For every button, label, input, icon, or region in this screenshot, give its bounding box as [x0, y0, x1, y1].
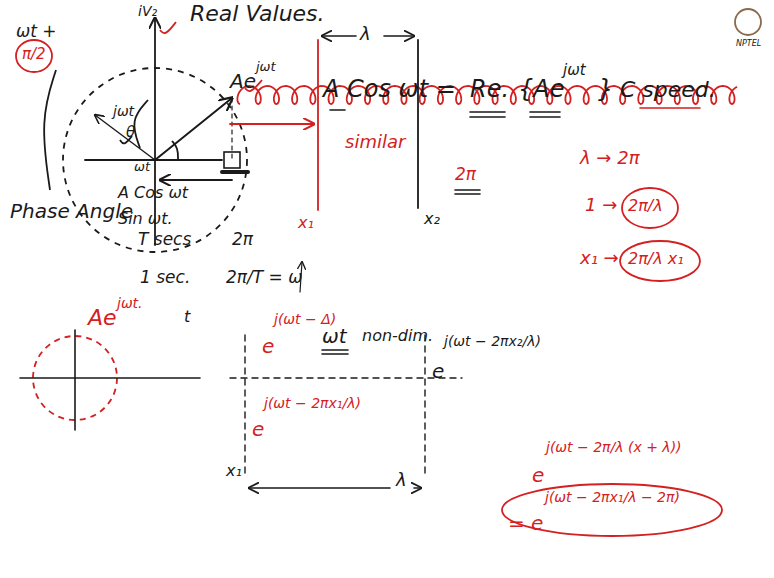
- x1-marker: [244, 335, 245, 478]
- handwritten-label: A Cos ωt =: [323, 76, 456, 102]
- circle-mark: [622, 188, 678, 228]
- handwritten-label: non-dim.: [362, 327, 433, 345]
- handwritten-label: 2π/λ x₁: [628, 250, 684, 268]
- handwritten-label: Re.: [470, 76, 509, 102]
- underline: [640, 107, 700, 109]
- handwritten-label: 2π: [232, 230, 253, 249]
- angle-arc: [172, 141, 178, 160]
- handwritten-label: jωt: [113, 104, 134, 119]
- projection: [231, 98, 232, 160]
- phasor-vector: [155, 98, 232, 160]
- x1-arrow: [230, 123, 314, 125]
- handwritten-label: iV₂: [138, 4, 157, 19]
- mass-block: [224, 152, 240, 168]
- angle-arc: [134, 100, 148, 148]
- handwritten-label: ωt: [322, 325, 347, 347]
- handwritten-label: e: [262, 335, 274, 357]
- handwritten-label: {Ae: [518, 76, 564, 102]
- underline: [455, 189, 480, 191]
- wave-axis: [230, 377, 462, 378]
- handwritten-label: θ: [126, 124, 135, 141]
- x2-marker: [417, 40, 419, 208]
- underline: [470, 116, 505, 118]
- handwritten-label: Ae: [88, 306, 117, 330]
- handwritten-label: x₁ →: [580, 248, 619, 268]
- handwritten-label: jωt: [563, 62, 586, 79]
- handwritten-label: e: [432, 360, 444, 382]
- handwritten-label: x₂: [424, 210, 440, 228]
- handwritten-label: λ: [360, 24, 371, 44]
- underline: [470, 111, 505, 113]
- check-mark: [160, 22, 176, 33]
- logo-ring: [735, 9, 761, 35]
- underline: [455, 193, 480, 195]
- lambda-arrow: [384, 35, 414, 37]
- handwritten-label: Real Values.: [190, 2, 325, 26]
- handwritten-label: 2π: [455, 165, 476, 184]
- block-base: [222, 170, 248, 174]
- handwritten-label: x₁: [226, 462, 242, 480]
- x2-marker: [424, 335, 425, 478]
- handwritten-label: = e: [508, 512, 543, 534]
- handwritten-label: }: [598, 76, 613, 102]
- circle-mark: [502, 484, 722, 536]
- handwritten-label: C speed.: [620, 78, 716, 102]
- underline: [530, 116, 560, 118]
- cos-arrow: [160, 179, 232, 181]
- handwritten-label: jωt: [256, 60, 276, 74]
- circle-mark: [16, 40, 52, 72]
- handwritten-label: x₁: [298, 214, 314, 232]
- underline: [530, 111, 560, 113]
- imag-axis: [74, 330, 76, 430]
- handwritten-label: j(ωt − 2πx₁/λ): [264, 396, 361, 411]
- handwritten-label: jωt.: [117, 296, 143, 311]
- underline: [322, 349, 348, 351]
- handwritten-label: π/2: [22, 46, 46, 63]
- rotated-vector: [95, 115, 155, 160]
- handwritten-label: λ → 2π: [580, 148, 639, 168]
- handwritten-label: A Cos ωt: [118, 184, 188, 202]
- underline: [330, 109, 345, 111]
- handwritten-label: j(ωt − 2πx₁/λ − 2π): [545, 490, 680, 505]
- underline: [322, 353, 348, 355]
- handwritten-label: j(ωt − 2πx₂/λ): [444, 334, 541, 349]
- handwritten-label: T secs: [138, 230, 191, 249]
- handwritten-label: Ae: [230, 70, 256, 92]
- handwritten-label: ωt: [134, 160, 150, 174]
- handwritten-label: j(ωt − 2π/λ (x + λ)): [546, 440, 682, 455]
- lambda-arrow: [249, 487, 390, 489]
- handwritten-label: 1 sec.: [140, 268, 190, 287]
- real-axis: [20, 377, 200, 379]
- lambda-arrow: [322, 35, 356, 37]
- handwritten-label: Sin ωt.: [118, 210, 173, 228]
- handwritten-label: 1 →: [585, 195, 617, 215]
- bracket: [44, 70, 56, 190]
- handwritten-label: ωt +: [16, 22, 57, 41]
- handwritten-label: 2π/T = ω: [226, 268, 302, 287]
- handwritten-label: similar: [345, 132, 405, 152]
- lambda-arrow: [414, 487, 421, 489]
- handwritten-label: 2π/λ: [628, 197, 663, 215]
- handwritten-label: e: [252, 418, 264, 440]
- handwritten-label: t: [184, 308, 190, 326]
- handwritten-label: NPTEL: [736, 40, 761, 49]
- handwritten-label: Phase Angle: [10, 200, 133, 222]
- x1-marker: [317, 40, 319, 210]
- handwritten-label: e: [532, 464, 544, 486]
- handwritten-label: λ: [396, 470, 407, 490]
- circle-mark: [620, 241, 700, 281]
